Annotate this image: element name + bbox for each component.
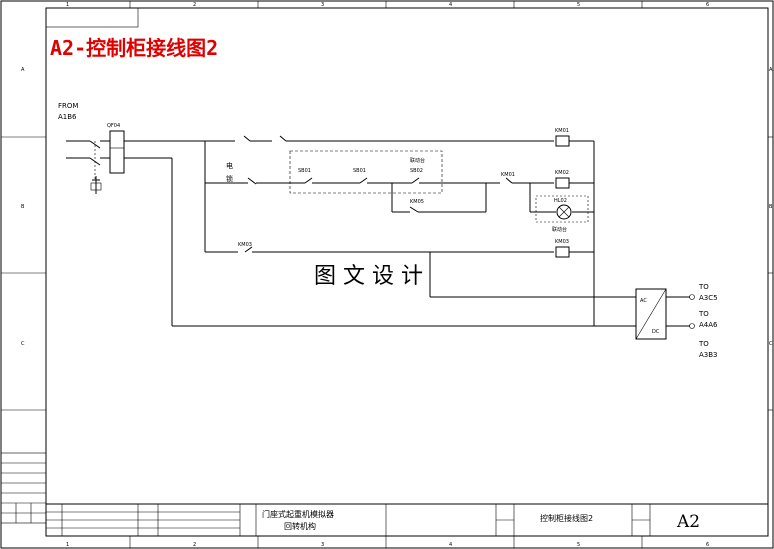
coil-km03-label: KM03 [555, 239, 569, 245]
converter-ac-label: AC [640, 298, 647, 304]
output-to: TO [698, 310, 709, 318]
row-label: B [21, 204, 25, 210]
coil-km02-label: KM02 [555, 170, 569, 176]
watermark-text: 图 文 设 计 [314, 264, 423, 289]
col-label: 1 [66, 2, 69, 8]
output-ref: A3C5 [699, 294, 718, 302]
km05-label: KM05 [410, 199, 424, 205]
revision-table [0, 452, 47, 524]
breaker-qf04: QF04 [107, 123, 125, 174]
col-label: 4 [449, 2, 452, 8]
title-block: 门座式起重机模拟器 回转机构 控制柜接线图2 A2 [45, 503, 769, 537]
from-ref: A1B6 [58, 113, 77, 121]
sheet-code: A2 [676, 512, 700, 532]
from-label: FROM [58, 102, 78, 110]
row-label: C [21, 341, 25, 347]
col-label: 5 [577, 2, 580, 8]
col-label: 4 [449, 542, 452, 548]
col-label: 6 [706, 2, 709, 8]
wiring [66, 135, 690, 327]
coil-km02: KM02 [555, 170, 570, 189]
col-label: 3 [321, 542, 324, 548]
coil-km01: KM01 [555, 128, 570, 147]
output-ref: A4A6 [699, 321, 718, 329]
acdc-converter: AC DC [635, 288, 667, 340]
frame-row-letters: A B C A B C [21, 67, 773, 347]
col-label: 5 [577, 542, 580, 548]
lamp-note: 联动台 [552, 226, 567, 233]
project-name-line2: 回转机构 [284, 521, 316, 531]
frame-column-numbers-bottom: 1 2 3 4 5 6 [66, 542, 709, 548]
row-label: C [769, 341, 773, 347]
coil-km01-label: KM01 [555, 128, 569, 134]
lamp-hl02: HL02 联动台 [535, 195, 589, 233]
frame-column-numbers-top: 1 2 3 4 5 6 [66, 2, 709, 8]
sb02-label: SB02 [410, 168, 423, 174]
output-terminals: TO A3C5 TO A4A6 TO A3B3 [689, 283, 718, 359]
project-name-line1: 门座式起重机模拟器 [262, 509, 334, 519]
breaker-label: QF04 [107, 123, 120, 129]
col-label: 2 [193, 542, 196, 548]
interlock-box [289, 150, 443, 194]
interlock-label: 联动台 [410, 157, 425, 164]
lock-label-2: 锁 [226, 174, 233, 183]
lamp-label: HL02 [554, 198, 567, 204]
output-to: TO [698, 340, 709, 348]
coil-km03: KM03 [555, 239, 570, 258]
sb01-a-label: SB01 [298, 168, 311, 174]
output-ref: A3B3 [699, 351, 718, 359]
km03-contact-label: KM03 [238, 242, 252, 248]
row-label: A [769, 67, 773, 73]
col-label: 1 [66, 542, 69, 548]
col-label: 2 [193, 2, 196, 8]
converter-dc-label: DC [652, 329, 660, 335]
row-label: A [21, 67, 25, 73]
col-label: 3 [321, 2, 324, 8]
sb01-b-label: SB01 [353, 168, 366, 174]
drawing-name: 控制柜接线图2 [540, 513, 593, 523]
row-label: B [769, 204, 773, 210]
km01-contact-label: KM01 [501, 172, 515, 178]
drawing-title: A2-控制柜接线图2 [50, 36, 218, 60]
lock-label-1: 电 [226, 161, 233, 170]
col-label: 6 [706, 542, 709, 548]
output-to: TO [698, 283, 709, 291]
